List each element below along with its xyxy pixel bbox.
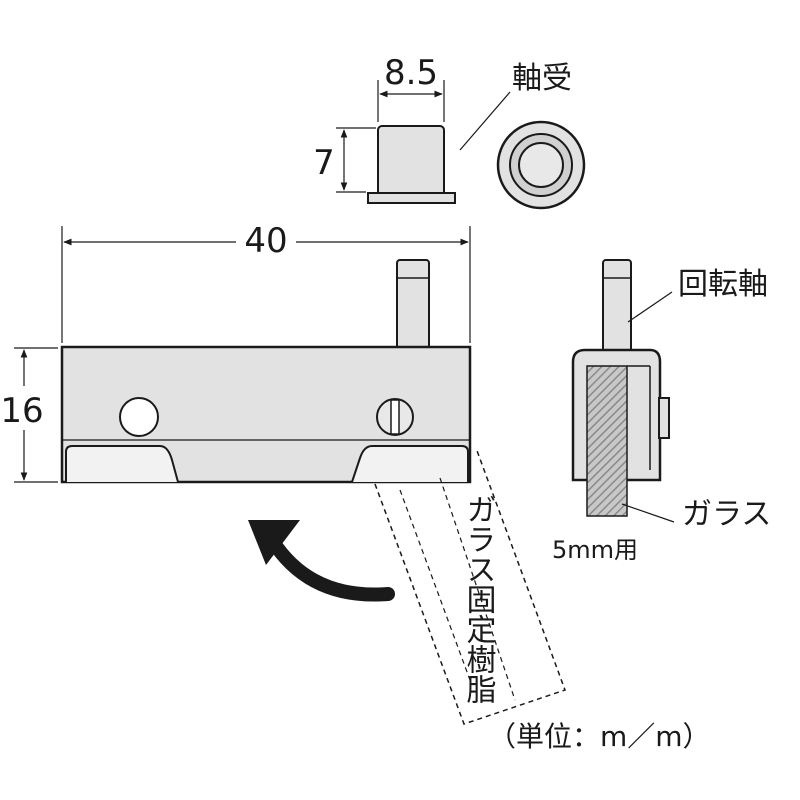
dim-body-height-label: 16 [0,391,43,431]
bearing-leader-line [459,91,511,151]
bearing-side-view [367,125,456,204]
glass-label: ガラス [682,497,771,532]
dim-bearing-height-label: 7 [313,143,335,183]
side-view [571,259,670,517]
dim-body-height: 16 [0,347,58,483]
dim-bearing-width-label: 8.5 [384,53,438,93]
dim-body-length-label: 40 [244,221,287,261]
bearing-front-view [496,120,586,210]
hinge-body [60,259,472,484]
shaft-leader-line [627,291,673,323]
unit-label: （単位：m／m） [488,720,711,753]
dim-bearing-height: 7 [313,127,376,193]
bearing-label: 軸受 [512,61,572,96]
glass-leader-line [621,503,675,523]
resin-outline [374,447,566,725]
rotating-shaft-label: 回転軸 [678,267,768,302]
rotation-arrow [248,520,395,602]
dim-body-length: 40 [61,221,471,343]
resin-label: ガラス固定樹脂 [461,494,497,704]
glass-thickness-label: 5mm用 [552,536,638,564]
dim-bearing-width: 8.5 [377,53,445,122]
glass-panel [586,365,628,517]
